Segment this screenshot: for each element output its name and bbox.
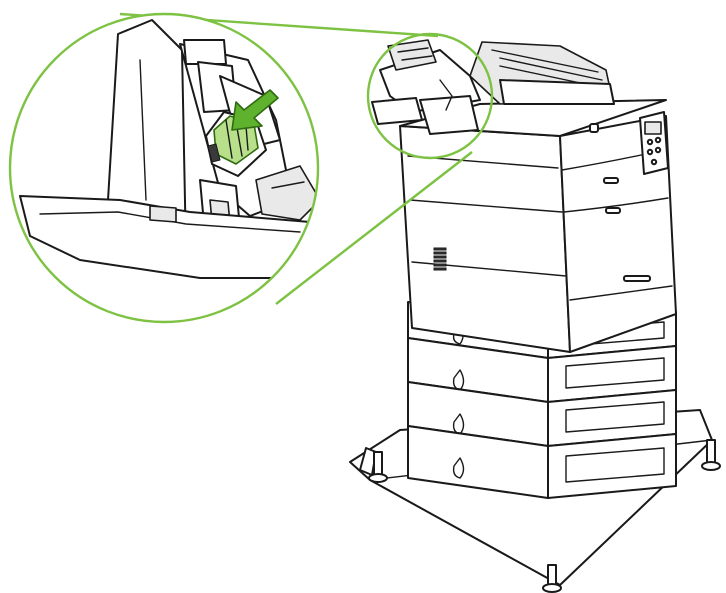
- control-panel: [639, 111, 669, 175]
- magnified-view-circle: [8, 12, 320, 324]
- printer-body: [399, 99, 677, 353]
- paper-tray-5: [407, 425, 677, 499]
- magnified-stapler-detail: [19, 19, 318, 279]
- vent-grille: [433, 247, 447, 271]
- callout-target-circle: [366, 32, 494, 160]
- stand-foot-right: [701, 439, 721, 471]
- stand-foot-left: [368, 451, 388, 483]
- insert-arrow-icon: [231, 89, 279, 131]
- stand-foot-front: [542, 564, 562, 593]
- stapler-stacker: [371, 39, 615, 135]
